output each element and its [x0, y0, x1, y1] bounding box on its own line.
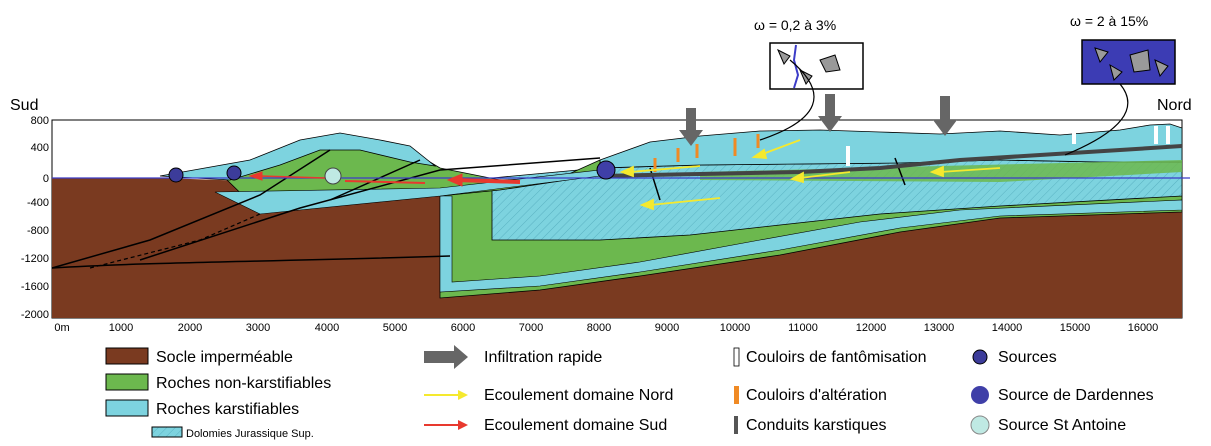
y-tick: -2000 — [21, 309, 49, 321]
legend-col-3: Couloirs de fantômisation Couloirs d'alt… — [733, 347, 927, 434]
yellow-arrowhead-icon — [458, 390, 468, 400]
legend-label: Ecoulement domaine Sud — [484, 417, 667, 434]
dashed-fault — [89, 213, 261, 269]
porosity-inset-low — [759, 42, 864, 141]
source-icon — [168, 167, 184, 183]
dardennes-icon — [971, 386, 989, 404]
y-tick: 400 — [31, 142, 49, 154]
x-tick: 3000 — [246, 322, 270, 334]
legend-label: Couloirs d'altération — [746, 387, 887, 404]
legend-label: Roches karstifiables — [156, 401, 299, 418]
legend-label: Dolomies Jurassique Sup. — [186, 428, 314, 440]
porosity-inset-high — [1064, 39, 1176, 156]
omega-label-low: ω = 0,2 à 3% — [754, 17, 836, 33]
legend-swatch-dolomite — [151, 426, 183, 438]
x-tick: 4000 — [315, 322, 339, 334]
legend-swatch-karst — [105, 399, 149, 417]
y-tick: -400 — [27, 197, 49, 209]
x-tick: 12000 — [856, 322, 887, 334]
fault-lines — [51, 149, 906, 269]
y-tick: 0 — [43, 173, 49, 185]
y-axis: 800 400 0 -400 -800 -1200 -1600 -2000 — [21, 115, 49, 321]
infiltration-arrows — [679, 94, 957, 146]
x-axis: 0m 1000 2000 3000 4000 5000 6000 7000 80… — [54, 322, 1158, 334]
x-tick: 14000 — [992, 322, 1023, 334]
x-tick: 9000 — [655, 322, 679, 334]
legend-label: Sources — [998, 349, 1057, 366]
north-flow-arrows — [619, 139, 1001, 211]
x-tick: 6000 — [451, 322, 475, 334]
alteration-corridor-icon — [734, 386, 739, 404]
sources-icon — [972, 349, 988, 365]
x-tick: 5000 — [383, 322, 407, 334]
red-arrowhead-icon — [458, 420, 468, 430]
legend-label: Source St Antoine — [998, 417, 1126, 434]
legend-label: Roches non-karstifiables — [156, 375, 331, 392]
x-tick: 10000 — [720, 322, 751, 334]
source-st-antoine-icon — [324, 167, 342, 185]
y-tick: -800 — [27, 225, 49, 237]
legend-label: Ecoulement domaine Nord — [484, 387, 673, 404]
x-tick: 1000 — [109, 322, 133, 334]
x-tick: 13000 — [924, 322, 955, 334]
south-label: Sud — [10, 97, 38, 114]
x-tick: 11000 — [788, 322, 818, 334]
karst-conduit-icon — [734, 416, 738, 434]
karst-thin-band — [439, 195, 1183, 293]
x-tick: 15000 — [1060, 322, 1091, 334]
ghost-corridors — [846, 126, 1170, 166]
legend-label: Socle imperméable — [156, 349, 293, 366]
x-tick: 0m — [54, 322, 69, 334]
legend-swatch-socle — [105, 347, 149, 365]
st-antoine-icon — [970, 415, 990, 435]
y-tick: -1200 — [21, 253, 49, 265]
source-dardennes-icon — [596, 160, 616, 180]
legend-label: Conduits karstiques — [746, 417, 887, 434]
legend-label: Source de Dardennes — [998, 387, 1154, 404]
north-label: Nord — [1157, 97, 1192, 114]
legend-col-1: Socle imperméable Roches non-karstifiabl… — [105, 347, 331, 440]
x-tick: 7000 — [519, 322, 543, 334]
omega-label-high: ω = 2 à 15% — [1070, 13, 1148, 29]
x-tick: 2000 — [178, 322, 202, 334]
y-tick: -1600 — [21, 281, 49, 293]
x-tick: 8000 — [587, 322, 611, 334]
south-flow-arrows — [248, 171, 521, 187]
legend-col-2: Infiltration rapide Ecoulement domaine N… — [424, 345, 673, 434]
ghost-corridor-icon — [733, 347, 740, 367]
legend-label: Couloirs de fantômisation — [746, 349, 927, 366]
source-icon — [226, 165, 242, 181]
legend-swatch-non-karst — [105, 373, 149, 391]
legend-col-4: Sources Source de Dardennes Source St An… — [970, 349, 1154, 435]
legend-label: Infiltration rapide — [484, 349, 602, 366]
x-tick: 16000 — [1128, 322, 1159, 334]
karst-conduits — [599, 144, 1183, 178]
y-tick: 800 — [31, 115, 49, 127]
infiltration-arrow-icon — [424, 345, 468, 369]
